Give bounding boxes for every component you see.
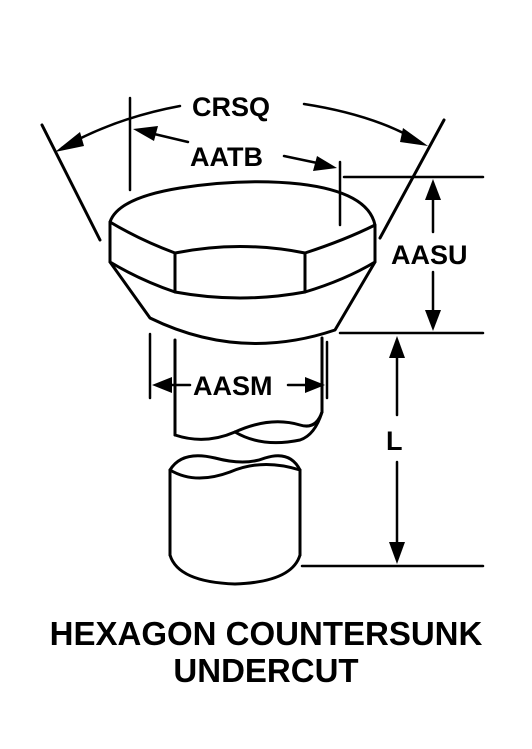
hex-face-left bbox=[108, 220, 177, 294]
aatb-arrow-left bbox=[133, 126, 158, 141]
shank-break-upper-inner bbox=[233, 410, 324, 445]
body-break-top-inner bbox=[168, 462, 302, 480]
aasm-dimension: AASM bbox=[148, 332, 329, 401]
body-bottom bbox=[168, 553, 302, 586]
undercut-shank bbox=[173, 336, 324, 445]
shank-break-upper bbox=[173, 410, 324, 441]
aatb-arrow-right bbox=[313, 156, 337, 171]
crsq-arrow-right bbox=[400, 128, 428, 146]
crsq-extension-left bbox=[40, 123, 102, 242]
hex-face-center bbox=[173, 245, 307, 300]
l-arrow-bottom bbox=[389, 542, 405, 564]
bolt-body bbox=[168, 454, 302, 586]
l-label: L bbox=[386, 426, 403, 456]
aasu-arrow-bottom bbox=[425, 310, 441, 331]
aasm-arrow-right bbox=[305, 377, 325, 393]
caption-line-1: HEXAGON COUNTERSUNK bbox=[50, 615, 483, 652]
hex-head bbox=[108, 180, 377, 345]
aatb-label: AATB bbox=[190, 142, 263, 172]
body-break-top bbox=[168, 454, 302, 472]
crsq-extension-right bbox=[378, 118, 446, 240]
aatb-dimension: AATB bbox=[128, 96, 342, 227]
aasu-label: AASU bbox=[391, 240, 468, 270]
crsq-arrow-left bbox=[55, 132, 84, 152]
length-dimension: L bbox=[300, 336, 485, 568]
head-top bbox=[108, 180, 377, 227]
caption-line-2: UNDERCUT bbox=[173, 652, 358, 689]
crsq-dimension: CRSQ bbox=[40, 92, 446, 242]
aasm-arrow-left bbox=[152, 377, 172, 393]
aasu-arrow-top bbox=[425, 179, 441, 200]
crsq-label: CRSQ bbox=[192, 92, 270, 122]
aasm-label: AASM bbox=[193, 371, 273, 401]
aasu-dimension: AASU bbox=[338, 175, 485, 335]
countersink-cone bbox=[108, 260, 377, 345]
l-arrow-top bbox=[389, 336, 405, 358]
hex-face-right bbox=[303, 223, 377, 294]
aatb-line-left bbox=[148, 131, 190, 144]
